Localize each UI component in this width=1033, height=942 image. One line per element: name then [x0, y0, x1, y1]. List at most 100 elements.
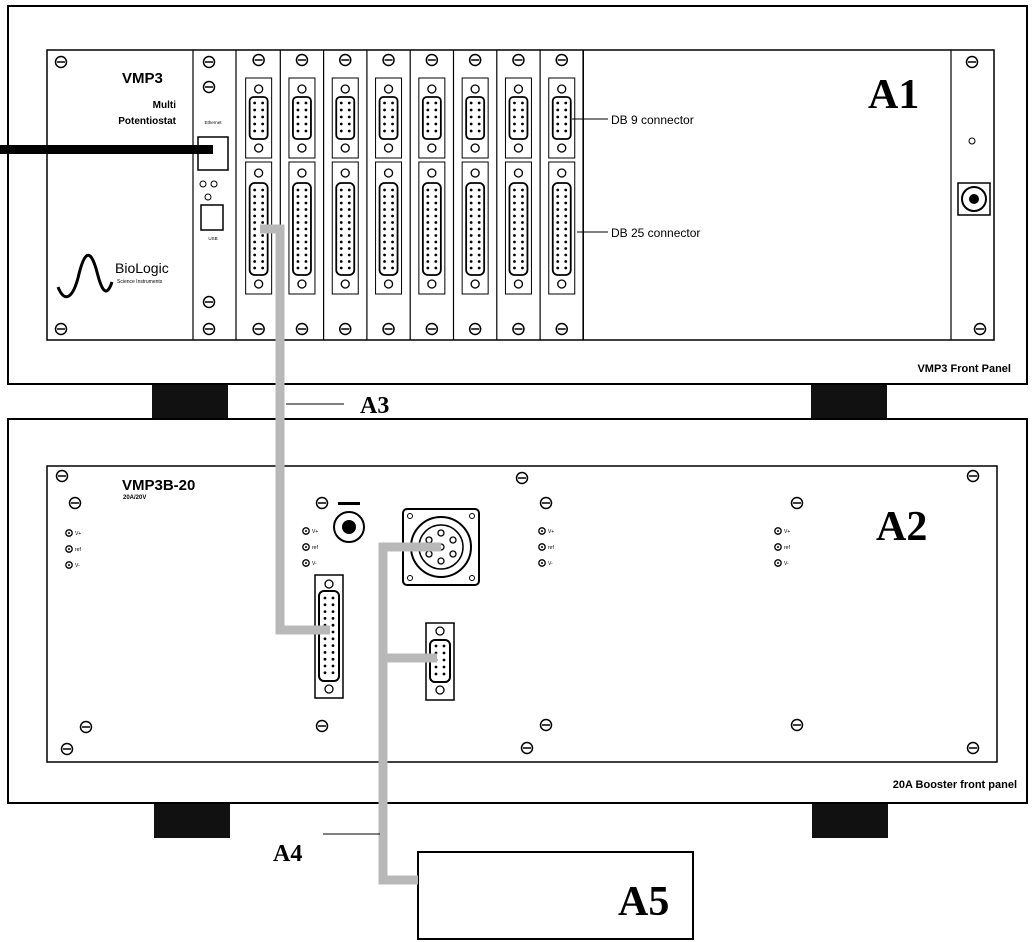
connector-pin: [339, 108, 343, 112]
connector-pin: [513, 260, 516, 263]
connector-pin: [434, 208, 438, 211]
connector-pin: [477, 115, 481, 119]
connector-pin: [304, 129, 308, 133]
a2-panel-screws: [55, 469, 980, 756]
a1-channel-slot: [331, 50, 368, 340]
a5-box: [417, 851, 694, 940]
booster-db9-pins: [434, 626, 446, 695]
panel-screw: [555, 53, 568, 67]
connector-pin: [391, 115, 394, 119]
connector-pin: [391, 227, 394, 231]
connector-pin: [521, 234, 524, 237]
connector-pin: [347, 188, 351, 192]
channel-led: ref: [538, 543, 554, 551]
connector-pin: [261, 221, 265, 224]
connector-pin: [383, 221, 386, 224]
connector-pin: [477, 214, 481, 218]
db25-thumbscrew: [470, 168, 480, 178]
panel-screw: [202, 55, 216, 69]
connector-pin: [556, 108, 560, 112]
panel-screw: [382, 53, 395, 67]
connector-pin: [564, 115, 568, 119]
a1-foot: [152, 385, 228, 419]
connector-pin: [556, 195, 560, 198]
connector-pin: [477, 129, 481, 133]
led-label: V+: [548, 529, 554, 535]
connector-pin: [521, 266, 524, 270]
connector-pin: [513, 188, 516, 192]
connector-pin: [434, 188, 438, 192]
led-dot: [305, 546, 307, 548]
channel-led: V-: [302, 559, 317, 567]
connector-pin: [556, 221, 560, 224]
connector-pin: [434, 644, 438, 648]
connector-pin: [253, 214, 257, 218]
a2-foot: [812, 804, 888, 838]
connector-pin: [521, 188, 524, 192]
led-label: V-: [312, 561, 317, 567]
connector-pin: [477, 195, 481, 198]
connector-pin: [323, 664, 327, 668]
connector-pin: [521, 221, 524, 224]
a1-channel-slot: [288, 50, 325, 340]
connector-pin: [556, 234, 560, 237]
connector-pin: [304, 227, 308, 231]
connector-pin: [323, 644, 327, 647]
db9-connector-label: DB 9 connector: [611, 113, 694, 127]
connector-pin: [477, 247, 481, 250]
connector-pin: [477, 188, 481, 192]
connector-pin: [521, 240, 524, 244]
connector-pin: [391, 247, 394, 250]
connector-pin: [261, 129, 265, 133]
channel-led: V+: [774, 527, 790, 535]
connector-pin: [469, 201, 473, 205]
connector-pin: [383, 247, 386, 250]
connector-pin: [426, 122, 430, 126]
connector-pin: [296, 101, 300, 105]
connector-pin: [339, 247, 343, 250]
db9-thumbscrew: [470, 84, 480, 94]
led-dot: [305, 562, 307, 564]
connector-pin: [556, 266, 560, 270]
connector-pin: [383, 266, 386, 270]
led-label: ref: [548, 545, 554, 551]
connector-pin: [296, 247, 300, 250]
connector-pin: [521, 253, 524, 257]
panel-screw: [54, 55, 68, 69]
db9-connector: [465, 96, 486, 140]
connector-pin: [253, 247, 257, 250]
connector-pin: [564, 101, 568, 105]
connector-pin: [383, 108, 386, 112]
connector-pin: [261, 253, 265, 257]
connector-pin: [383, 122, 386, 126]
connector-pin: [296, 115, 300, 119]
panel-screw: [295, 322, 309, 336]
connector-pin: [347, 234, 351, 237]
connector-pin: [383, 129, 386, 133]
a1-panel-label: VMP3 Front Panel: [917, 363, 1011, 375]
connector-pin: [304, 101, 308, 105]
db9-thumbscrew: [297, 143, 307, 153]
db25-thumbscrew: [513, 279, 524, 289]
connector-pin: [426, 253, 430, 257]
connector-pin: [426, 247, 430, 250]
panel-screw: [790, 718, 804, 732]
panel-screw: [202, 322, 216, 336]
connector-pin: [383, 115, 386, 119]
panel-screw: [55, 469, 69, 483]
led-label: ref: [75, 547, 81, 553]
connector-pin: [391, 221, 394, 224]
a2-tag: A2: [876, 504, 927, 550]
connector-pin: [331, 637, 335, 641]
connector-pin: [564, 122, 568, 126]
connector-pin: [347, 266, 351, 270]
connector-pin: [253, 101, 257, 105]
connector-pin: [296, 195, 300, 198]
connector-pin: [564, 260, 568, 263]
connector-pin: [426, 214, 430, 218]
connector-pin: [426, 221, 430, 224]
connector-pin: [347, 122, 351, 126]
a1-tag: A1: [868, 72, 919, 118]
connector-pin: [434, 122, 438, 126]
